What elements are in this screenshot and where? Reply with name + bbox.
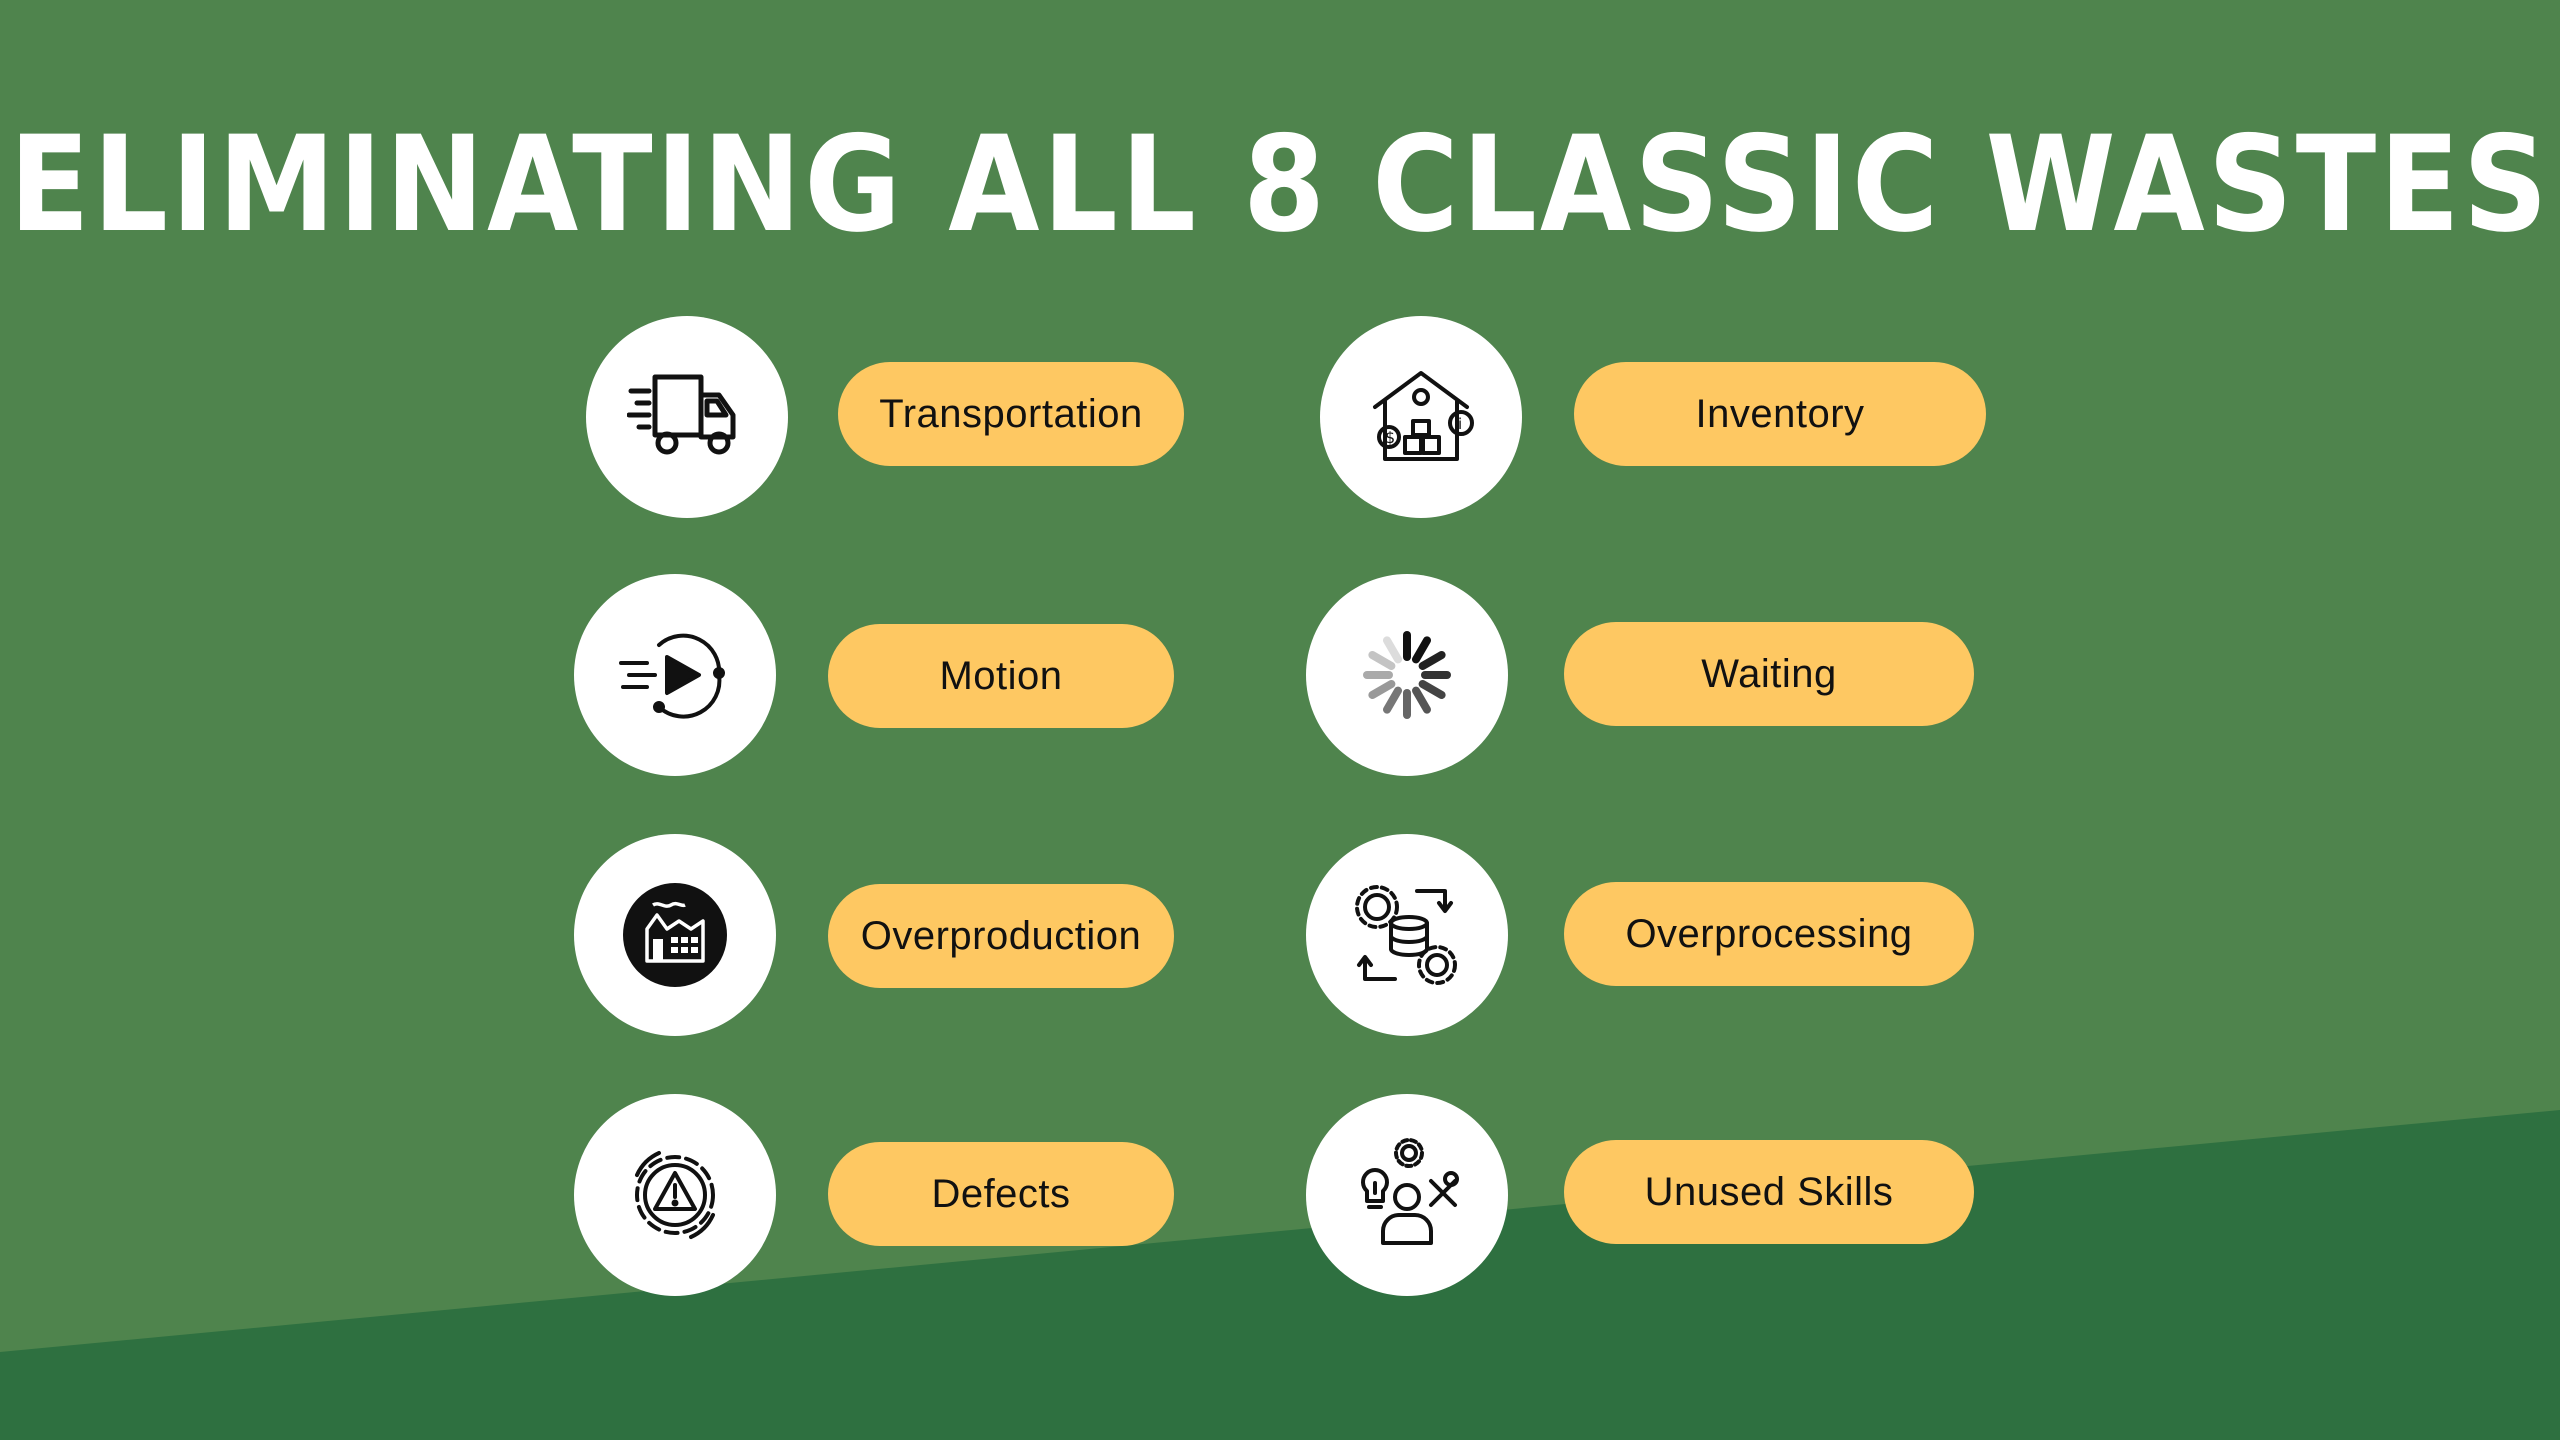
motion-play-icon: [619, 633, 725, 719]
factory-icon: [623, 883, 727, 987]
motion-icon-circle: [574, 574, 776, 776]
waste-pill-motion: Motion: [828, 624, 1174, 728]
warehouse-icon: $ i: [1373, 371, 1474, 461]
transportation-icon-circle: [586, 316, 788, 518]
svg-text:$: $: [1385, 428, 1395, 447]
unused-skills-icon-circle: [1306, 1094, 1508, 1296]
waste-pill-inventory: Inventory: [1574, 362, 1986, 466]
waste-pill-overproduction: Overproduction: [828, 884, 1174, 988]
overprocessing-icon-circle: [1306, 834, 1508, 1036]
loading-spinner-icon: [1363, 631, 1451, 719]
svg-text:i: i: [1458, 415, 1462, 433]
truck-icon: [627, 374, 736, 455]
waste-pill-waiting: Waiting: [1564, 622, 1974, 726]
person-skills-icon: [1361, 1138, 1459, 1245]
overproduction-icon-circle: [574, 834, 776, 1036]
waste-pill-transportation: Transportation: [838, 362, 1184, 466]
inventory-icon-circle: $ i: [1320, 316, 1522, 518]
defects-icon-circle: [574, 1094, 776, 1296]
gear-warning-icon: [635, 1151, 715, 1239]
waste-pill-unused-skills: Unused Skills: [1564, 1140, 1974, 1244]
waiting-icon-circle: [1306, 574, 1508, 776]
gears-database-icon: [1355, 885, 1457, 985]
waste-pill-overprocessing: Overprocessing: [1564, 882, 1974, 986]
page-title: ELIMINATING ALL 8 CLASSIC WASTES: [9, 106, 2551, 262]
waste-pill-defects: Defects: [828, 1142, 1174, 1246]
